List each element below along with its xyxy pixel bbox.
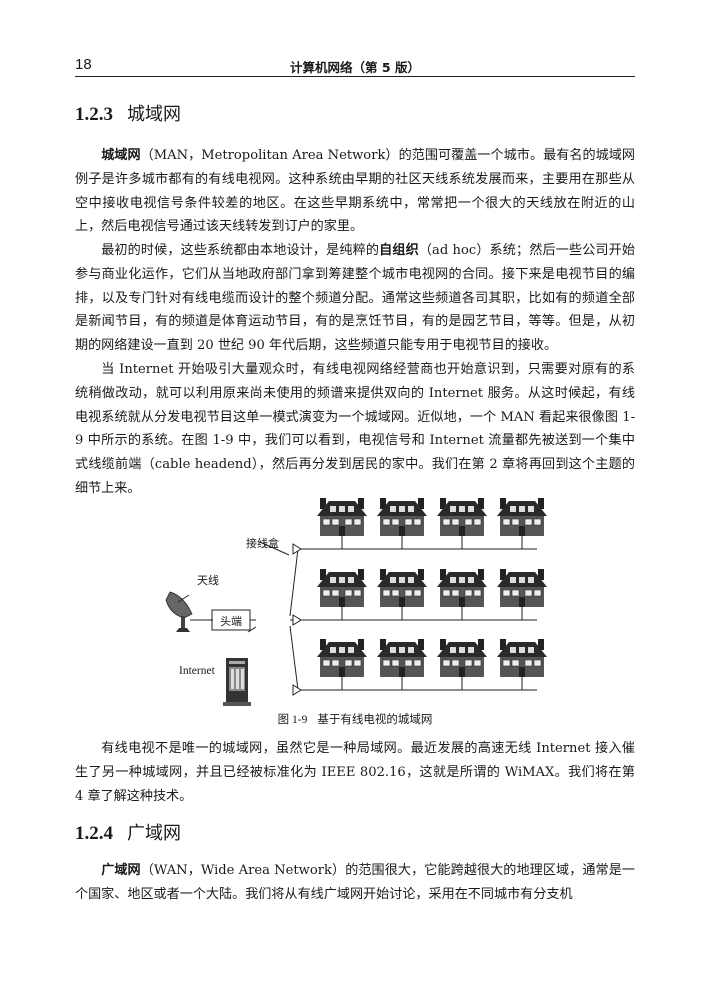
paragraph-text: 最初的时候，这些系统都由本地设计，是纯粹的 <box>101 243 380 258</box>
house-icon <box>376 568 428 608</box>
antenna-label: 天线 <box>197 574 219 587</box>
paragraph-wan-definition: 广域网（WAN，Wide Area Network）的范围很大，它能跨越很大的地… <box>75 859 635 907</box>
term-ad-hoc: 自组织 <box>379 243 419 258</box>
house-icon <box>436 568 488 608</box>
headend-label: 头端 <box>220 615 242 628</box>
paragraph-history: 最初的时候，这些系统都由本地设计，是纯粹的自组织（ad hoc）系统；然后一些公… <box>75 239 635 358</box>
paragraph-man-definition: 城域网（MAN，Metropolitan Area Network）的范围可覆盖… <box>75 144 635 239</box>
book-title: 计算机网络（第 5 版） <box>290 60 420 75</box>
running-head: 18 计算机网络（第 5 版） <box>75 56 635 77</box>
house-rows <box>316 497 548 678</box>
paragraph-text: 当 Internet 开始吸引大量观众时，有线电视网络经营商也开始意识到，只需要… <box>75 362 635 496</box>
junction-box-icons <box>292 543 302 696</box>
figure-number: 图 1-9 <box>277 714 308 726</box>
paragraph-wimax: 有线电视不是唯一的城域网，虽然它是一种局域网。最近发展的高速无线 Interne… <box>75 737 635 808</box>
paragraph-text: （WAN，Wide Area Network）的范围很大，它能跨越很大的地理区域… <box>75 863 635 902</box>
section-heading-1-2-4: 1.2.4 广域网 <box>75 819 181 845</box>
paragraph-text: （MAN，Metropolitan Area Network）的范围可覆盖一个城… <box>75 148 636 235</box>
house-icon <box>376 497 428 537</box>
house-icon <box>316 638 368 678</box>
term-wan: 广域网 <box>101 863 141 878</box>
paragraph-text: （ad hoc）系统；然后一些公司开始参与商业化运作，它们从当地政府部门拿到筹建… <box>75 243 635 354</box>
trunk-cables <box>213 541 537 691</box>
section-number: 1.2.3 <box>75 104 113 125</box>
section-heading-1-2-3: 1.2.3 城域网 <box>75 100 181 126</box>
house-icon <box>496 497 548 537</box>
house-icon <box>496 568 548 608</box>
figure-diagram <box>165 497 548 706</box>
house-icon <box>376 638 428 678</box>
house-icon <box>496 638 548 678</box>
figure-caption: 图 1-9 基于有线电视的城域网 <box>75 711 635 727</box>
house-icon <box>436 638 488 678</box>
satellite-dish-icon <box>165 591 213 632</box>
junction-box-label: 接线盒 <box>246 537 279 550</box>
house-icon <box>316 497 368 537</box>
section-title: 广域网 <box>127 823 181 844</box>
house-icon <box>316 568 368 608</box>
figure-cable-man: 接线盒 天线 头端 Internet <box>162 492 562 708</box>
figure-caption-text: 基于有线电视的城域网 <box>317 712 433 726</box>
paragraph-internet: 当 Internet 开始吸引大量观众时，有线电视网络经营商也开始意识到，只需要… <box>75 358 635 501</box>
house-icon <box>436 497 488 537</box>
drop-cables <box>341 536 523 690</box>
internet-label: Internet <box>179 665 215 677</box>
page-number: 18 <box>75 56 92 73</box>
section-title: 城域网 <box>127 104 181 125</box>
server-tower-icon <box>223 658 251 706</box>
section-number: 1.2.4 <box>75 823 113 844</box>
paragraph-text: 有线电视不是唯一的城域网，虽然它是一种局域网。最近发展的高速无线 Interne… <box>75 741 635 804</box>
term-man: 城域网 <box>101 148 141 163</box>
